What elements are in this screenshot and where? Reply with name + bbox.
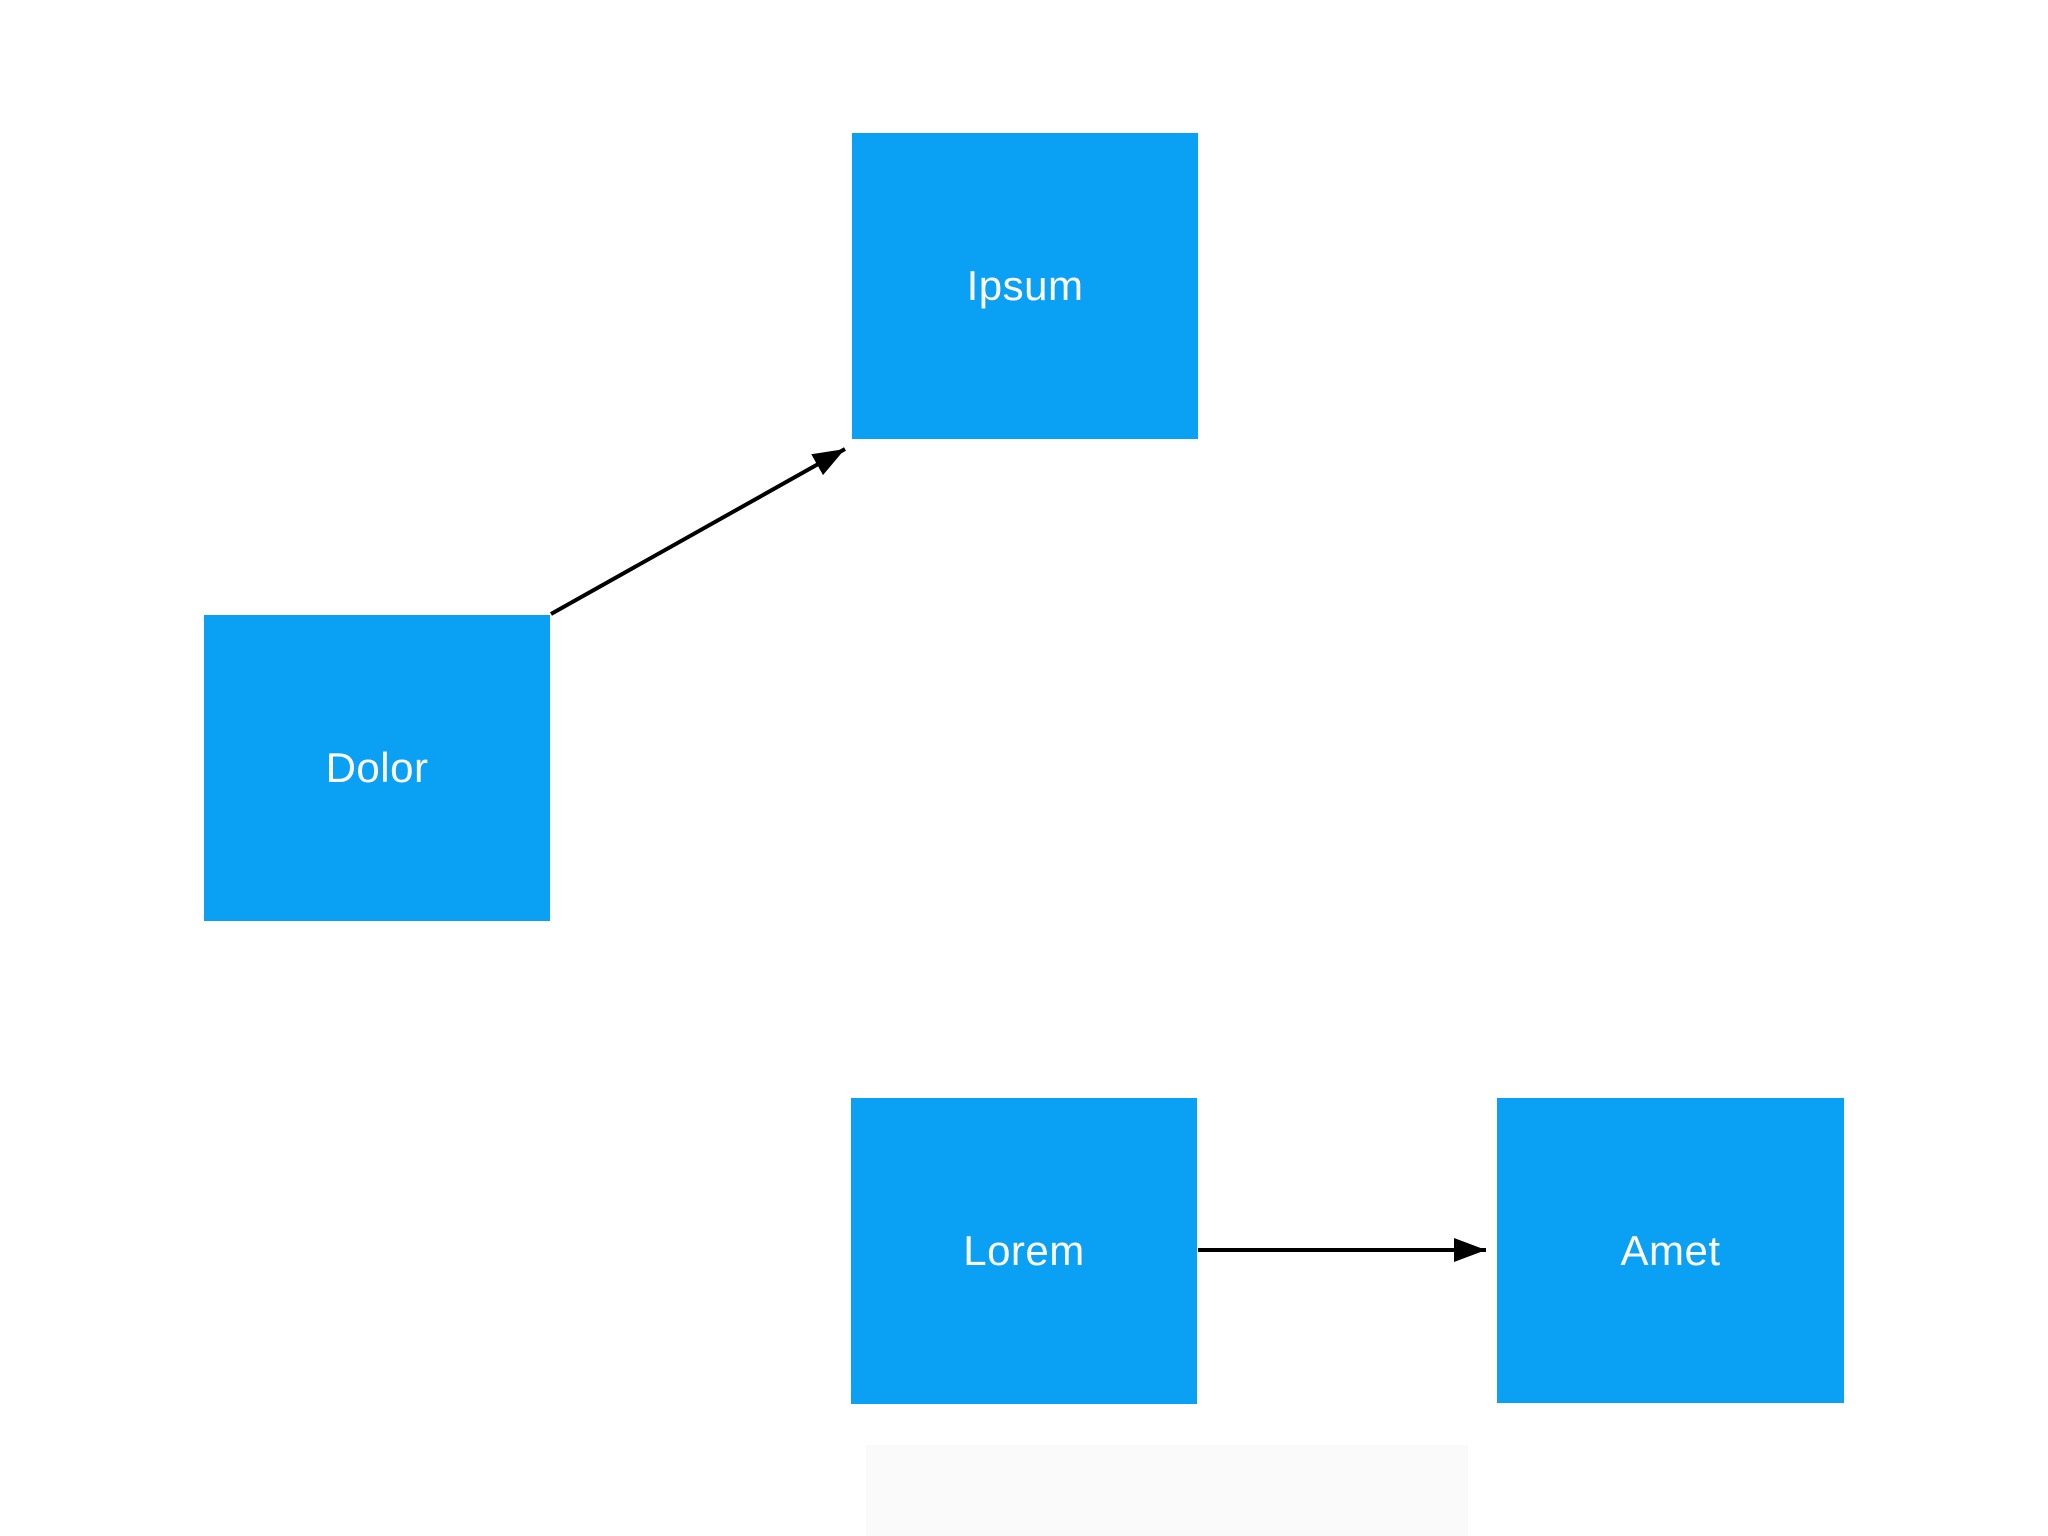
node-lorem[interactable]: Lorem — [851, 1098, 1197, 1404]
node-label-ipsum: Ipsum — [966, 262, 1084, 309]
edge-dolor-to-ipsum[interactable] — [550, 447, 846, 616]
node-label-dolor: Dolor — [325, 744, 429, 791]
node-label-amet: Amet — [1620, 1226, 1721, 1274]
node-label-lorem: Lorem — [963, 1227, 1085, 1274]
node-ipsum[interactable]: Ipsum — [852, 133, 1198, 439]
node-dolor[interactable]: Dolor — [204, 615, 550, 921]
node-amet[interactable]: Amet — [1497, 1098, 1844, 1403]
bottom-faint-strip — [866, 1445, 1468, 1536]
